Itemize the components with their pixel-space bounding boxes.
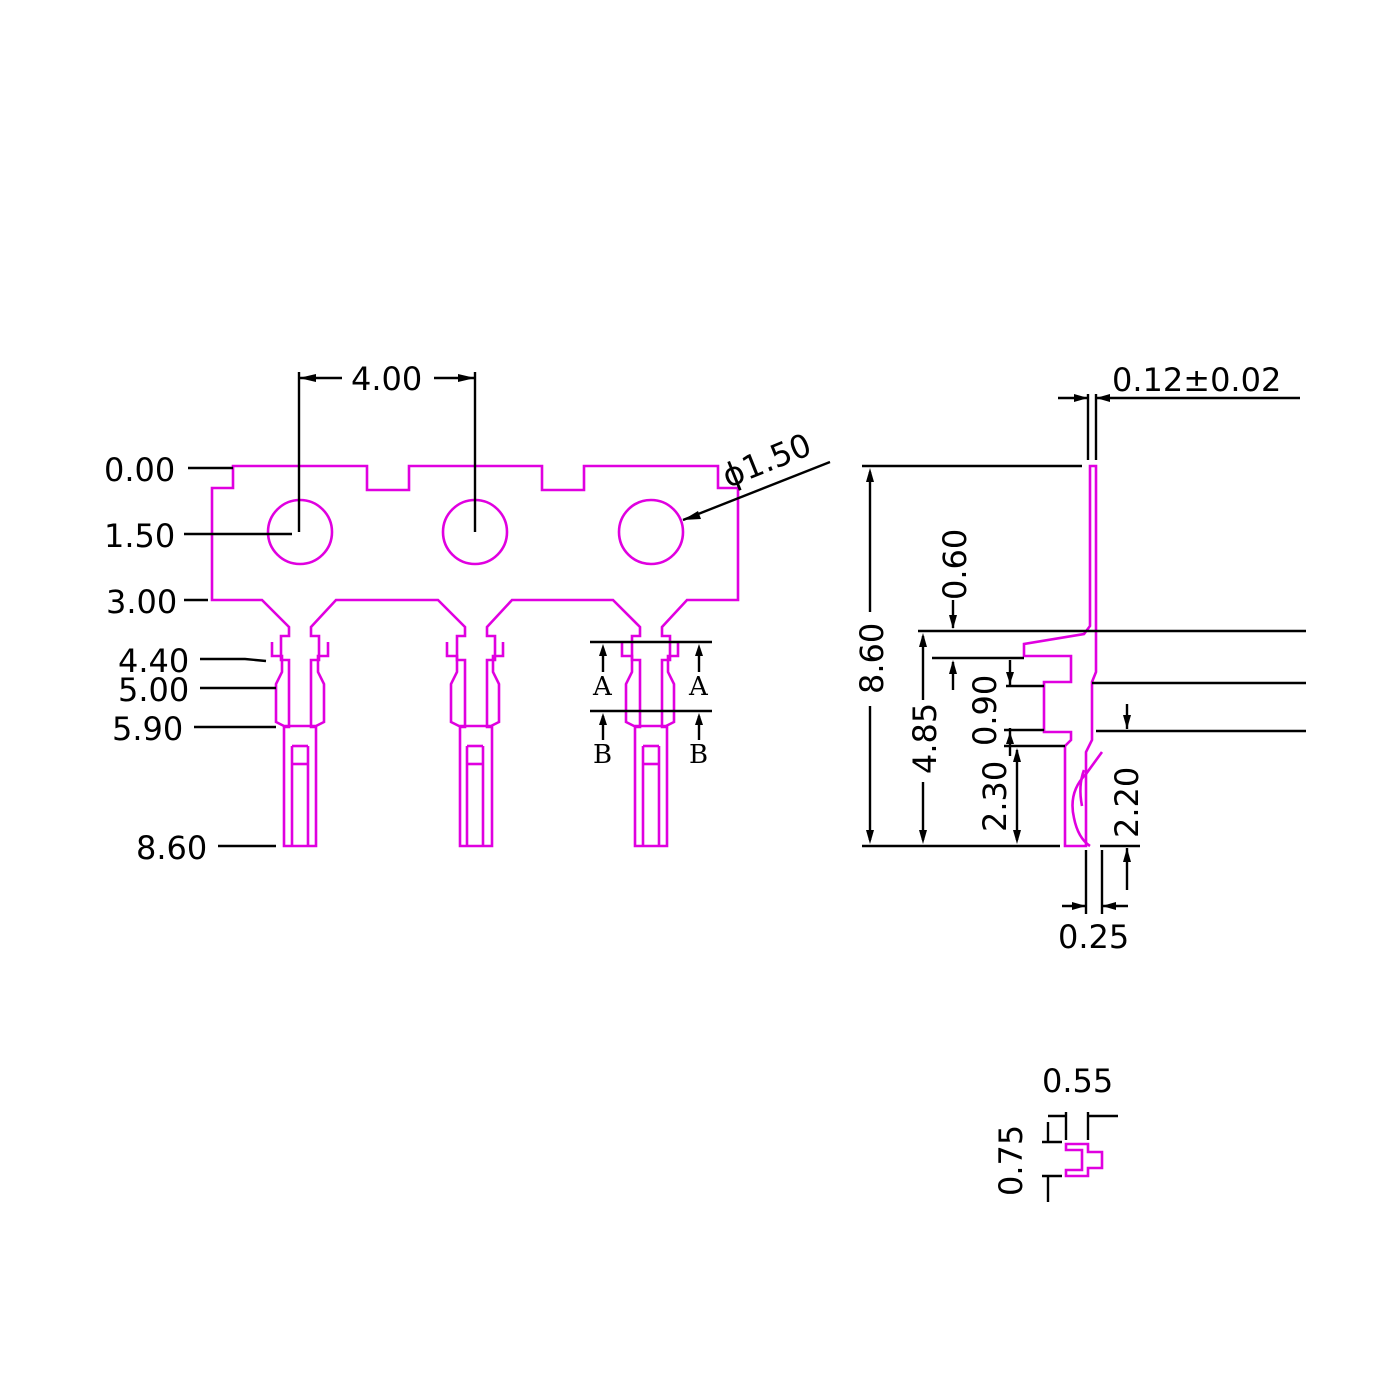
dim-label-3-00: 3.00: [106, 583, 177, 621]
section-mark-b-right: B: [689, 740, 708, 770]
section-view: 0.55 0.75: [992, 1062, 1118, 1202]
side-dim-4-85: 4.85: [906, 703, 944, 774]
side-view-dimensions: 0.12±0.02 8.60 4.85 0.60 0.90 2.30 2.20 …: [853, 361, 1306, 956]
side-profile-outline: [1022, 464, 1098, 848]
dim-label-8-60: 8.60: [136, 829, 207, 867]
dim-label-4-40: 4.40: [118, 642, 189, 680]
section-mark-a-right: A: [688, 672, 709, 702]
pin-3-details: [620, 642, 680, 846]
thickness-label: 0.12±0.02: [1112, 361, 1281, 399]
front-view-part: [210, 464, 740, 848]
dim-label-1-50: 1.50: [104, 517, 175, 555]
section-dim-0-55: 0.55: [1042, 1062, 1113, 1100]
side-dim-0-25: 0.25: [1058, 918, 1129, 956]
side-dim-2-30: 2.30: [976, 761, 1014, 832]
section-mark-a-left: A: [592, 672, 613, 702]
side-dim-8-60: 8.60: [853, 623, 891, 694]
side-dim-2-20: 2.20: [1108, 767, 1146, 838]
dim-label-5-90: 5.90: [112, 710, 183, 748]
pin-1-details: [270, 642, 330, 846]
side-view-part: [1022, 464, 1104, 848]
pilot-hole-3: [617, 498, 685, 566]
section-mark-b-left: B: [593, 740, 612, 770]
side-dim-0-90: 0.90: [966, 675, 1004, 746]
section-dim-0-75: 0.75: [992, 1125, 1030, 1196]
hole-diameter-label: ϕ1.50: [717, 426, 817, 496]
side-dim-0-60: 0.60: [936, 529, 974, 600]
pitch-label: 4.00: [351, 360, 422, 398]
dim-label-0-00: 0.00: [104, 451, 175, 489]
section-profile: [1064, 1142, 1104, 1178]
pin-2-details: [445, 642, 505, 846]
dim-label-5-00: 5.00: [118, 671, 189, 709]
